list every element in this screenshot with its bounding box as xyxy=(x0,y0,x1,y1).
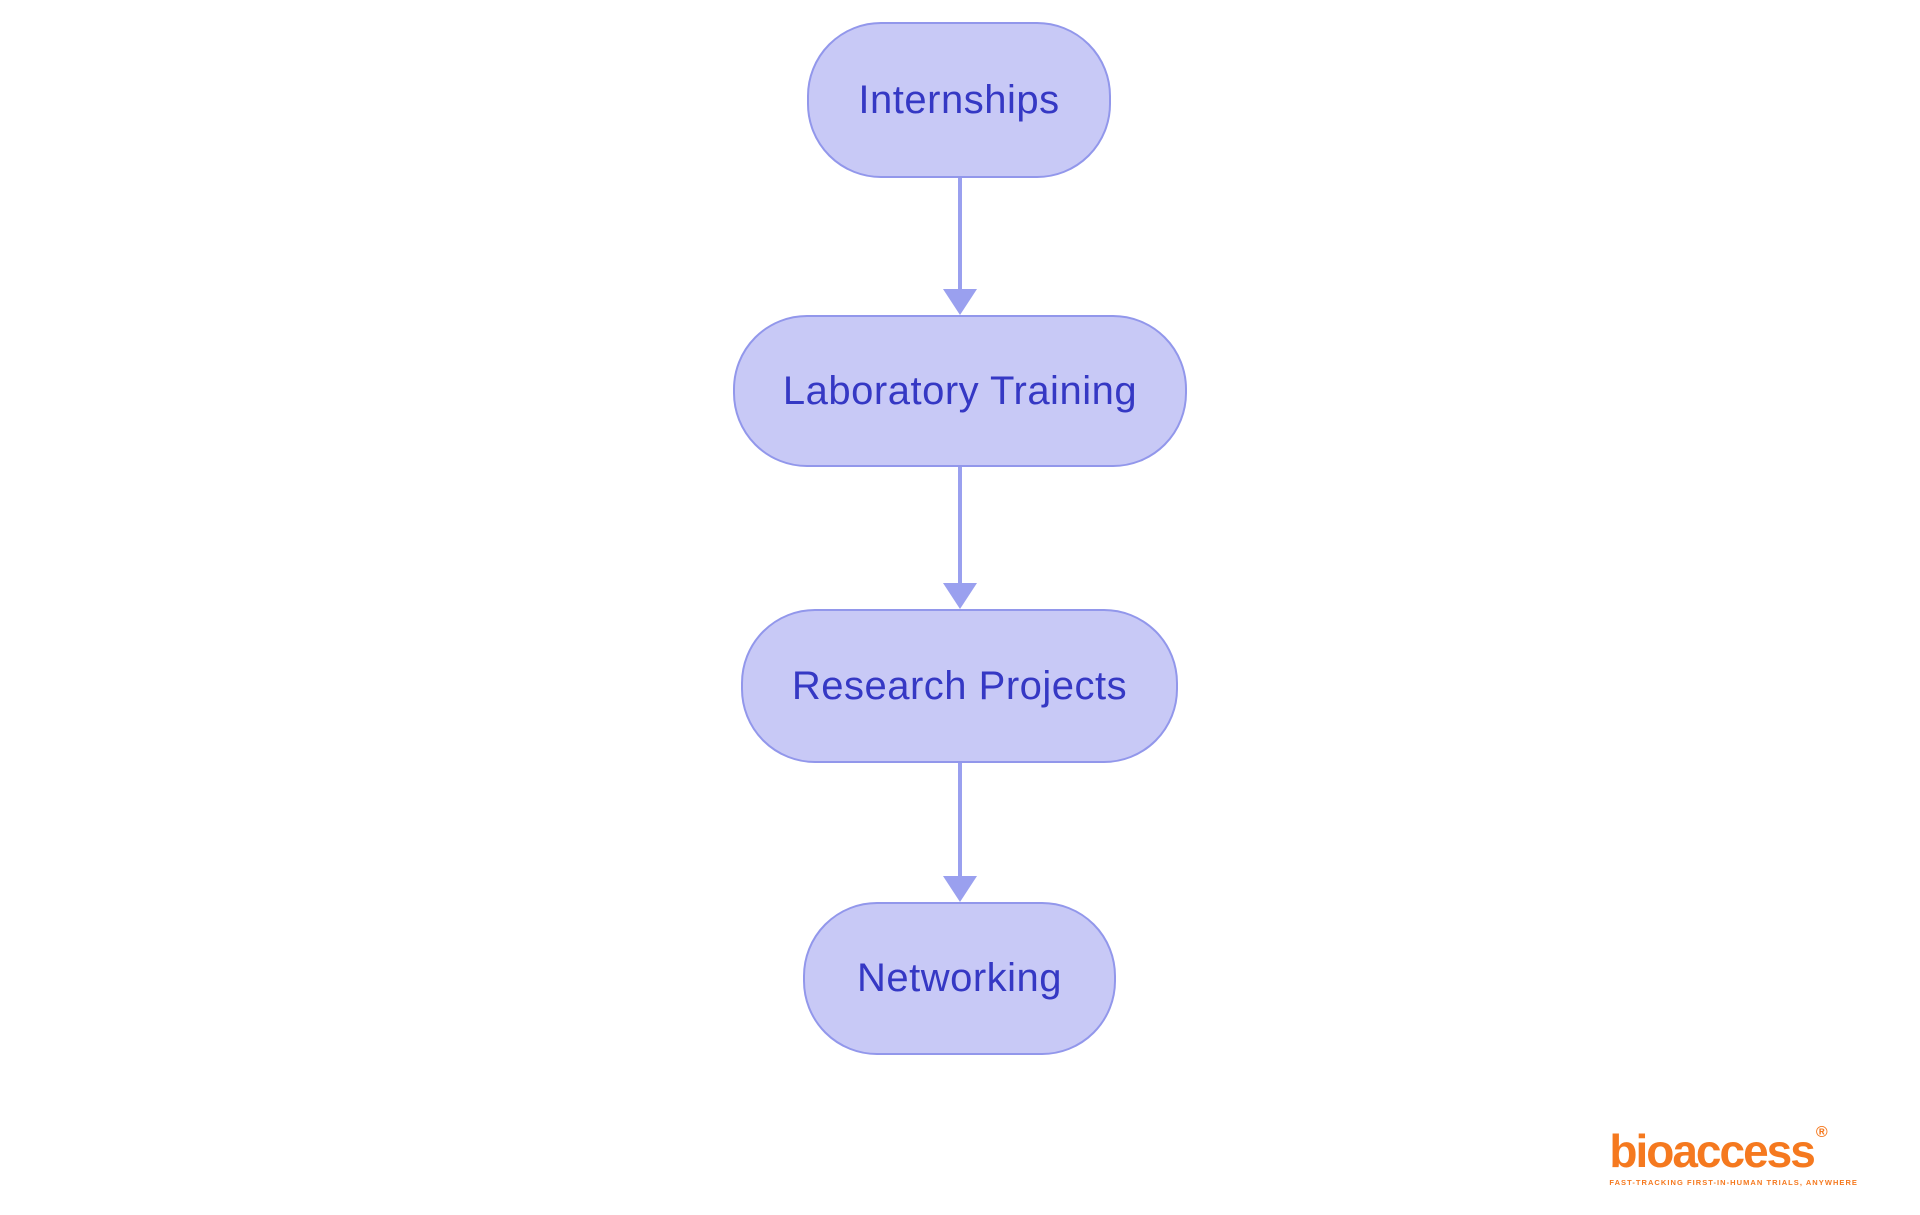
arrow-stem xyxy=(958,467,962,587)
flow-node-label: Internships xyxy=(858,77,1060,122)
flow-arrow-2 xyxy=(943,467,977,609)
flow-arrow-3 xyxy=(943,763,977,902)
registered-trademark-icon: ® xyxy=(1815,1123,1828,1141)
flow-node-internships: Internships xyxy=(807,22,1111,178)
flow-node-label: Networking xyxy=(856,956,1063,1000)
bioaccess-logo: bioaccess® FAST-TRACKING FIRST-IN-HUMAN … xyxy=(1609,1124,1858,1187)
bioaccess-logo-wordmark: bioaccess® xyxy=(1609,1124,1858,1177)
arrow-stem xyxy=(958,763,962,880)
flow-node-label: Research Projects xyxy=(791,663,1128,708)
arrow-down-icon xyxy=(943,289,977,315)
flow-node-laboratory-training: Laboratory Training xyxy=(733,315,1187,467)
flow-arrow-1 xyxy=(943,178,977,315)
arrow-stem xyxy=(958,178,962,293)
logo-text: bioaccess xyxy=(1609,1125,1815,1177)
flow-node-research-projects: Research Projects xyxy=(741,609,1178,763)
bioaccess-tagline: FAST-TRACKING FIRST-IN-HUMAN TRIALS, ANY… xyxy=(1609,1178,1858,1187)
flow-node-label: Laboratory Training xyxy=(782,368,1138,413)
flow-node-networking: Networking xyxy=(803,902,1116,1055)
arrow-down-icon xyxy=(943,876,977,902)
arrow-down-icon xyxy=(943,583,977,609)
